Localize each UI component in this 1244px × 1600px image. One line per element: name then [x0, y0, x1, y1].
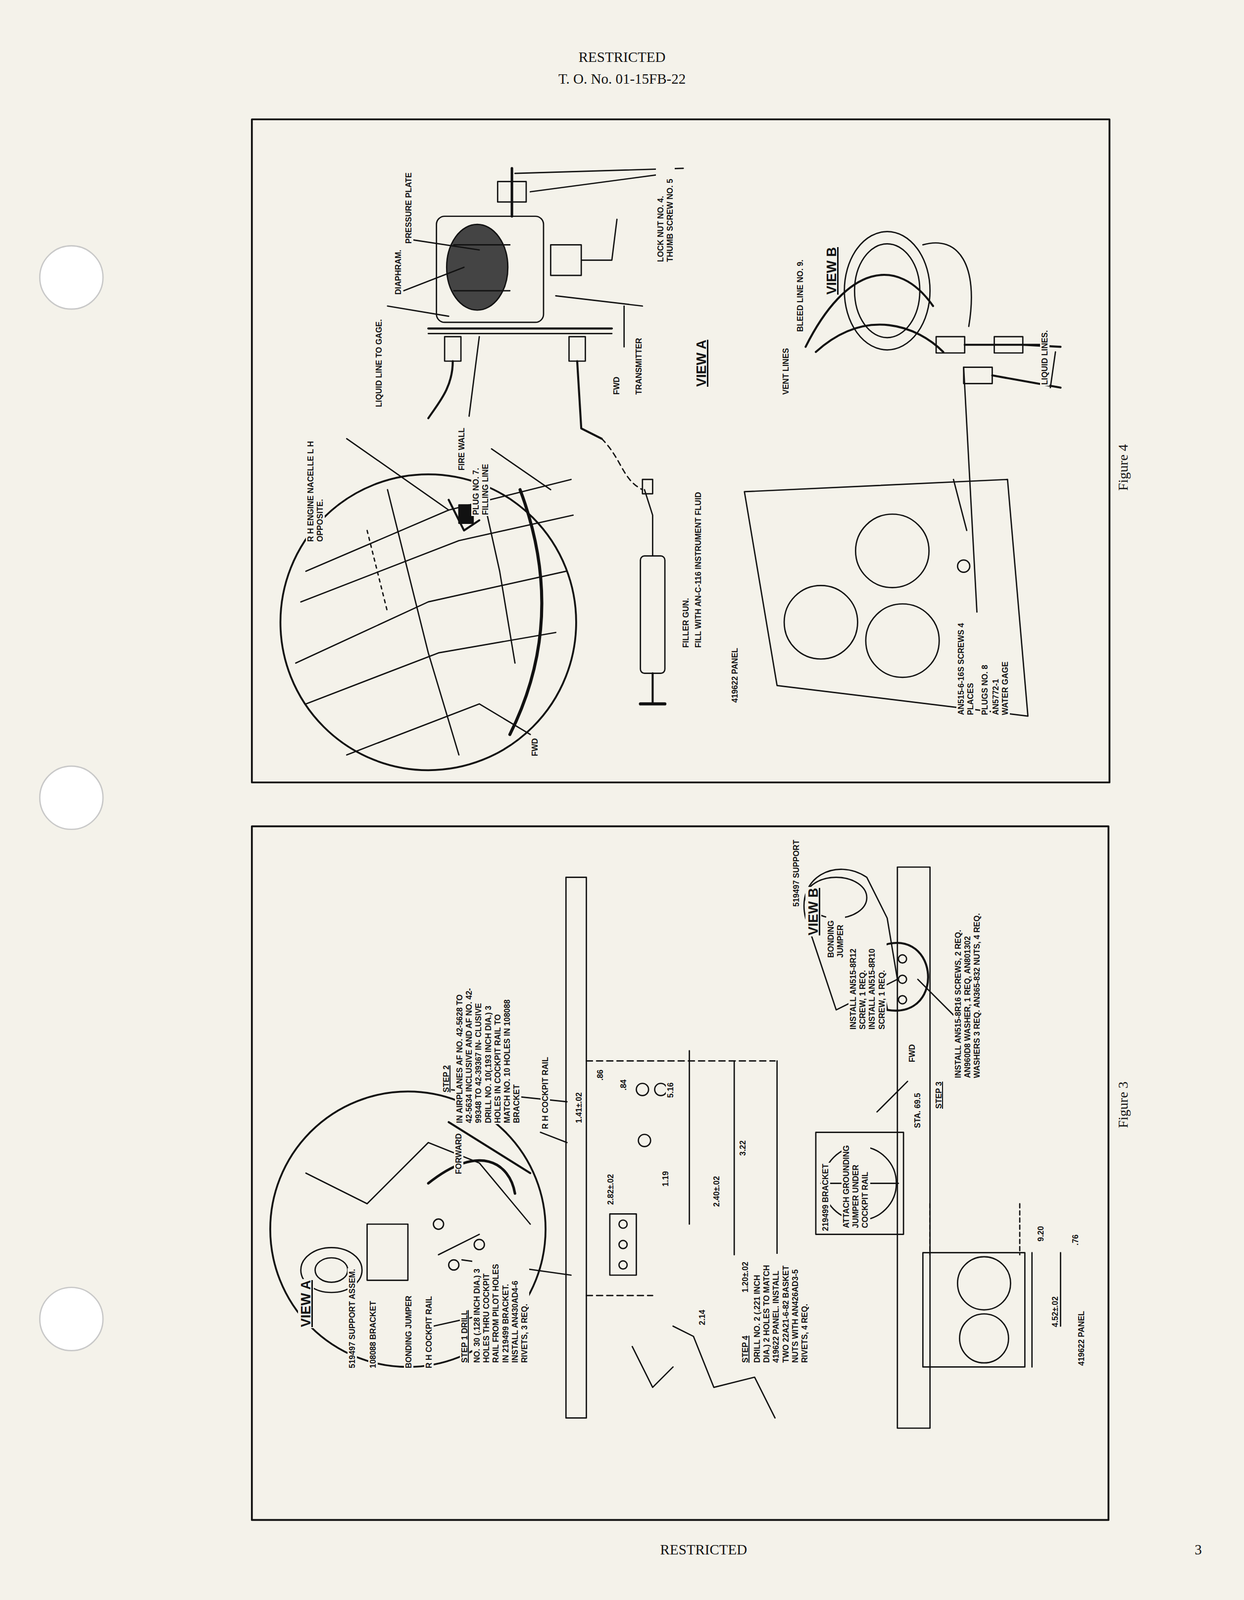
punch-holes — [39, 245, 103, 1350]
dimension-label: 1.20±.02 — [740, 1260, 750, 1294]
callout-label: STA. 69.5 — [912, 1092, 923, 1130]
callout-label: 519497 SUPPORT ASSEM. — [347, 1267, 357, 1369]
direction-label: FORWARD — [453, 1132, 464, 1175]
leader-lines — [346, 168, 684, 510]
direction-label: FWD — [611, 375, 622, 396]
step-heading: STEP 4 — [740, 1334, 750, 1364]
view-title: VIEW B — [823, 246, 840, 296]
callout-label: BONDING JUMPER — [826, 885, 846, 959]
dimension-label: 4.52±.02 — [1050, 1294, 1060, 1328]
dimension-label: 2.14 — [697, 1308, 707, 1326]
step-heading: STEP 3 — [934, 1080, 944, 1110]
callout-label: FILL WITH AN-C-116 INSTRUMENT FLUID — [693, 491, 703, 649]
dimension-label: .84 — [618, 1078, 629, 1092]
figure-caption: Figure 4 — [1114, 443, 1132, 492]
dimension-label: .76 — [1070, 1233, 1081, 1246]
view-title: VIEW B — [805, 886, 822, 937]
callout-label: 108088 BRACKET — [368, 1298, 378, 1369]
instruction-note: INSTALL AN515-8R12 SCREW, 1 REQ. INSTALL… — [848, 934, 887, 1031]
instruction-note: DRILL NO. 2 (.221 INCH DIA.) 2 HOLES TO … — [752, 1253, 810, 1364]
step-heading: STEP 2 — [441, 1063, 451, 1094]
callout-label: BLEED LINE NO. 9. — [795, 258, 805, 333]
figure-caption: Figure 3 — [1114, 1080, 1132, 1129]
dimension-label: 9.20 — [1036, 1224, 1046, 1243]
footer-text: RESTRICTED — [659, 1540, 749, 1558]
callout-label: FILLER GUN. — [681, 597, 691, 649]
page-number: 3 — [1193, 1540, 1203, 1558]
callout-label: PLUGS NO. 8 — [980, 663, 990, 716]
callout-label: PLUG NO. 7. FILLING LINE — [471, 437, 491, 517]
figure-frame — [251, 826, 1109, 1520]
callout-label: LIQUID LINES. — [1040, 328, 1050, 386]
header-text: RESTRICTED — [577, 48, 667, 66]
callout-label: DIAPHRAM. — [393, 248, 403, 297]
dimension-label: 1.41±.02 — [574, 1091, 584, 1124]
callout-label: 419622 PANEL — [1076, 1303, 1087, 1367]
dimension-label: 2.40±.02 — [711, 1174, 722, 1208]
callout-label: R H ENGINE NACELLE L H OPPOSITE. — [305, 438, 325, 543]
callout-label: BONDING JUMPER — [403, 1293, 414, 1369]
callout-label: TRANSMITTER — [634, 337, 644, 397]
instruction-note: NO. 30 (.128 INCH DIA.) 3 HOLES THRU COC… — [472, 1253, 530, 1364]
instruction-note: INSTALL AN515-8R16 SCREWS, 2 REQ. AN960D… — [953, 893, 983, 1080]
callout-label: AN515-6-16S SCREWS 4 PLACES — [956, 601, 976, 717]
filler-gun — [640, 479, 665, 704]
callout-label: 419622 PANEL — [730, 646, 740, 704]
callout-label: R H COCKPIT RAIL — [540, 1055, 550, 1131]
dimension-label: 5.16 — [665, 1080, 676, 1098]
direction-label: FWD — [530, 736, 540, 757]
cockpit-rail — [433, 877, 778, 1418]
callout-label: 219499 BRACKET — [820, 1162, 831, 1232]
callout-label: 519497 SUPPORT — [791, 838, 801, 908]
callout-label: FIRE WALL — [456, 426, 467, 472]
step-heading: STEP 1 DRILL — [459, 1308, 470, 1364]
view-title: VIEW A — [298, 1278, 314, 1328]
callout-label: R H COCKPIT RAIL — [424, 1294, 434, 1369]
callout-label: VENT LINES — [781, 347, 791, 396]
water-gage-panel — [744, 231, 1061, 717]
figure-frame — [251, 119, 1110, 783]
dimension-label: 1.19 — [660, 1169, 671, 1188]
instruction-note: ATTACH GROUNDING JUMPER UNDER COCKPIT RA… — [841, 1137, 871, 1229]
direction-label: FWD — [907, 1042, 917, 1063]
callout-label: LOCK NUT NO. 4. THUMB SCREW NO. 5 — [655, 166, 675, 264]
bracket-installation — [803, 866, 1061, 1428]
instruction-note: IN AIRPLANES AF NO. 42-5628 TO 42-5634 I… — [454, 983, 522, 1124]
callout-label: PRESSURE PLATE — [403, 171, 414, 246]
dimension-label: .86 — [595, 1067, 605, 1081]
transmitter — [428, 168, 643, 490]
callout-label: LIQUID LINE TO GAGE. — [374, 318, 384, 409]
callout-label: AN5772-1 WATER GAGE — [991, 652, 1010, 717]
dimension-label: 3.22 — [738, 1139, 748, 1157]
view-title: VIEW A — [693, 338, 710, 388]
header-text: T. O. No. 01-15FB-22 — [557, 69, 687, 88]
dimension-label: 2.82±.02 — [605, 1172, 616, 1206]
